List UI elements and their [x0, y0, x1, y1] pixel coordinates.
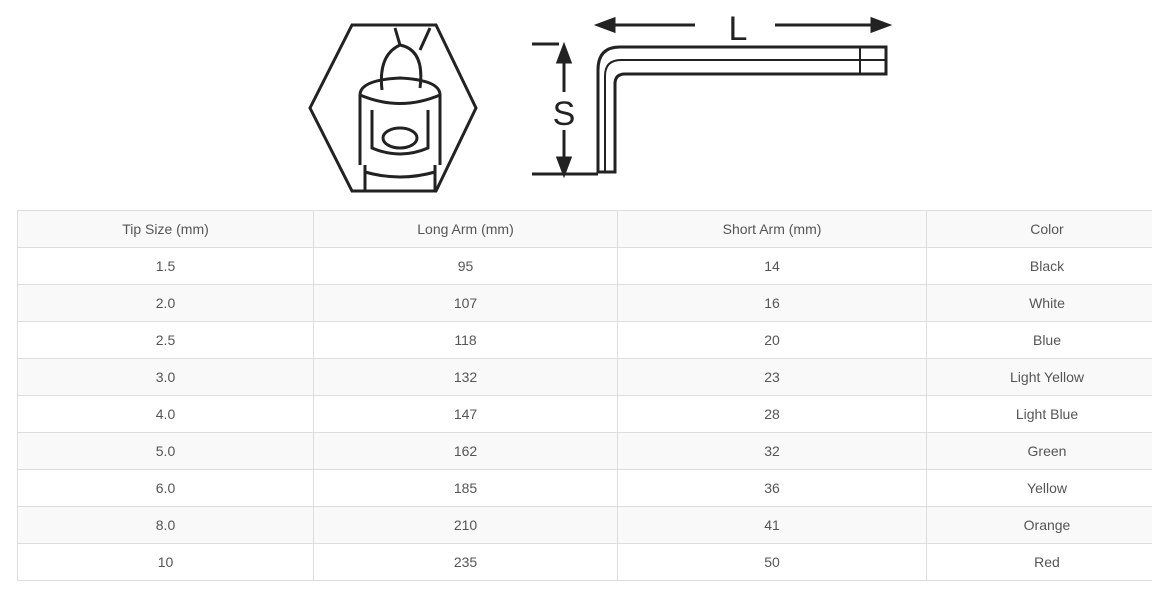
- color-cell: Yellow: [926, 469, 1152, 507]
- table-header-row: Tip Size (mm) Long Arm (mm) Short Arm (m…: [17, 210, 1152, 248]
- short-arm-cell: 23: [617, 358, 927, 396]
- color-cell: White: [926, 284, 1152, 322]
- tip-size-cell: 10: [17, 543, 314, 581]
- long-arm-cell: 147: [313, 395, 618, 433]
- color-cell: Light Blue: [926, 395, 1152, 433]
- hex-key-illustration: L S: [308, 10, 893, 193]
- tip-size-cell: 4.0: [17, 395, 314, 433]
- long-arm-cell: 235: [313, 543, 618, 581]
- color-cell: Light Yellow: [926, 358, 1152, 396]
- short-arm-cell: 20: [617, 321, 927, 359]
- short-arm-cell: 50: [617, 543, 927, 581]
- short-arm-cell: 32: [617, 432, 927, 470]
- tip-size-cell: 8.0: [17, 506, 314, 544]
- short-arm-cell: 36: [617, 469, 927, 507]
- header-short-arm: Short Arm (mm): [617, 210, 927, 248]
- long-arm-cell: 118: [313, 321, 618, 359]
- long-arm-cell: 185: [313, 469, 618, 507]
- long-arm-cell: 95: [313, 247, 618, 285]
- ball-end-icon: [308, 23, 478, 193]
- tip-size-cell: 6.0: [17, 469, 314, 507]
- header-long-arm: Long Arm (mm): [313, 210, 618, 248]
- color-cell: Orange: [926, 506, 1152, 544]
- color-cell: Green: [926, 432, 1152, 470]
- color-cell: Red: [926, 543, 1152, 581]
- short-arm-cell: 16: [617, 284, 927, 322]
- tip-size-cell: 2.0: [17, 284, 314, 322]
- short-arm-cell: 14: [617, 247, 927, 285]
- tip-size-cell: 3.0: [17, 358, 314, 396]
- color-cell: Blue: [926, 321, 1152, 359]
- length-label: L: [729, 10, 748, 48]
- header-tip-size: Tip Size (mm): [17, 210, 314, 248]
- short-arm-cell: 28: [617, 395, 927, 433]
- color-cell: Black: [926, 247, 1152, 285]
- tip-size-cell: 5.0: [17, 432, 314, 470]
- long-arm-cell: 132: [313, 358, 618, 396]
- long-arm-cell: 210: [313, 506, 618, 544]
- hex-key-spec-table: Tip Size (mm) Long Arm (mm) Short Arm (m…: [17, 210, 1152, 581]
- short-arm-label: S: [553, 95, 576, 133]
- tip-size-cell: 2.5: [17, 321, 314, 359]
- l-wrench-icon: [532, 16, 893, 179]
- header-color: Color: [926, 210, 1152, 248]
- tip-size-cell: 1.5: [17, 247, 314, 285]
- long-arm-cell: 162: [313, 432, 618, 470]
- long-arm-cell: 107: [313, 284, 618, 322]
- short-arm-cell: 41: [617, 506, 927, 544]
